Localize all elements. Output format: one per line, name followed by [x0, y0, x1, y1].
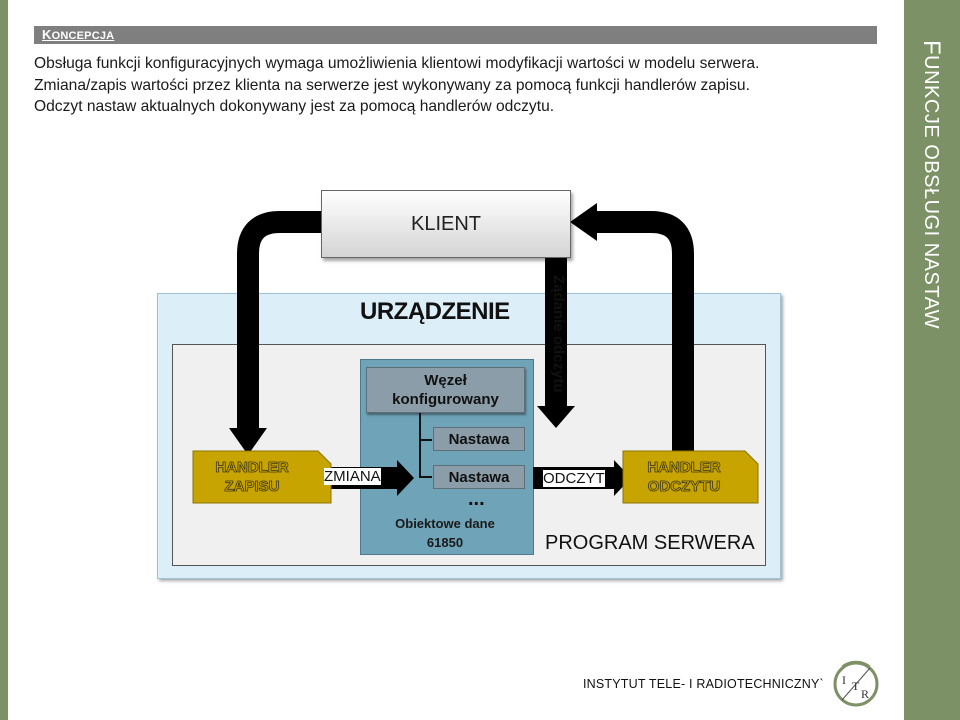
client-box: KLIENT [321, 190, 571, 258]
handler-write-label: HANDLER ZAPISU [215, 459, 289, 496]
ellipsis: ... [468, 488, 485, 510]
read-request-shaft [545, 256, 567, 408]
write-arrow-line [237, 211, 321, 432]
description-line: Odczyt nastaw aktualnych dokonywany jest… [34, 98, 555, 115]
configured-node-box: Węzeł konfigurowany [366, 367, 525, 413]
read-request-head [537, 406, 575, 428]
parameter-box: Nastawa [433, 427, 525, 451]
section-title: KONCEPCJA [42, 27, 115, 42]
read-return-line [590, 211, 694, 452]
itr-logo: I T R [833, 661, 879, 707]
device-label: URZĄDZENIE [360, 298, 510, 325]
read-return-head [570, 203, 597, 241]
svg-text:R: R [861, 687, 869, 701]
section-header-bar: KONCEPCJA [34, 26, 877, 44]
node-label-line1: Węzeł [424, 372, 467, 389]
change-arrow-head [397, 460, 414, 496]
footer [0, 666, 904, 720]
svg-text:T: T [852, 679, 860, 693]
handler-read: HANDLER ODCZYTU [623, 451, 757, 503]
svg-text:I: I [842, 673, 846, 687]
object-data-label: Obiektowe dane 61850 [380, 514, 510, 552]
institute-name: INSTYTUT TELE- I RADIOTECHNICZNY` [583, 677, 824, 691]
description-line: Zmiana/zapis wartości przez klienta na s… [34, 76, 750, 94]
footer-left-strip [0, 666, 8, 720]
tree-line [419, 411, 432, 478]
sidebar-title: FUNKCJE OBSŁUGI NASTAW [918, 40, 945, 330]
description-text: Obsługa funkcji konfiguracyjnych wymaga … [34, 53, 884, 118]
node-label-line2: konfigurowany [392, 391, 499, 408]
handler-write: HANDLER ZAPISU [193, 451, 327, 503]
server-program-label: PROGRAM SERWERA [545, 532, 755, 554]
description-line: Obsługa funkcji konfiguracyjnych wymaga … [34, 55, 760, 72]
write-arrow-head [229, 428, 267, 455]
object-data-line1: Obiektowe dane [395, 516, 495, 531]
read-label: ODCZYT [543, 470, 605, 487]
read-request-label: Żądanie odczytu [550, 275, 567, 393]
client-label: KLIENT [410, 212, 482, 235]
handler-read-shape [622, 450, 759, 504]
tree-connector [419, 411, 432, 478]
object-data-line2: 61850 [426, 535, 464, 550]
handler-read-label: HANDLER ODCZYTU [647, 459, 721, 496]
change-label: ZMIANA [324, 468, 381, 485]
parameter-box: Nastawa [433, 465, 525, 489]
